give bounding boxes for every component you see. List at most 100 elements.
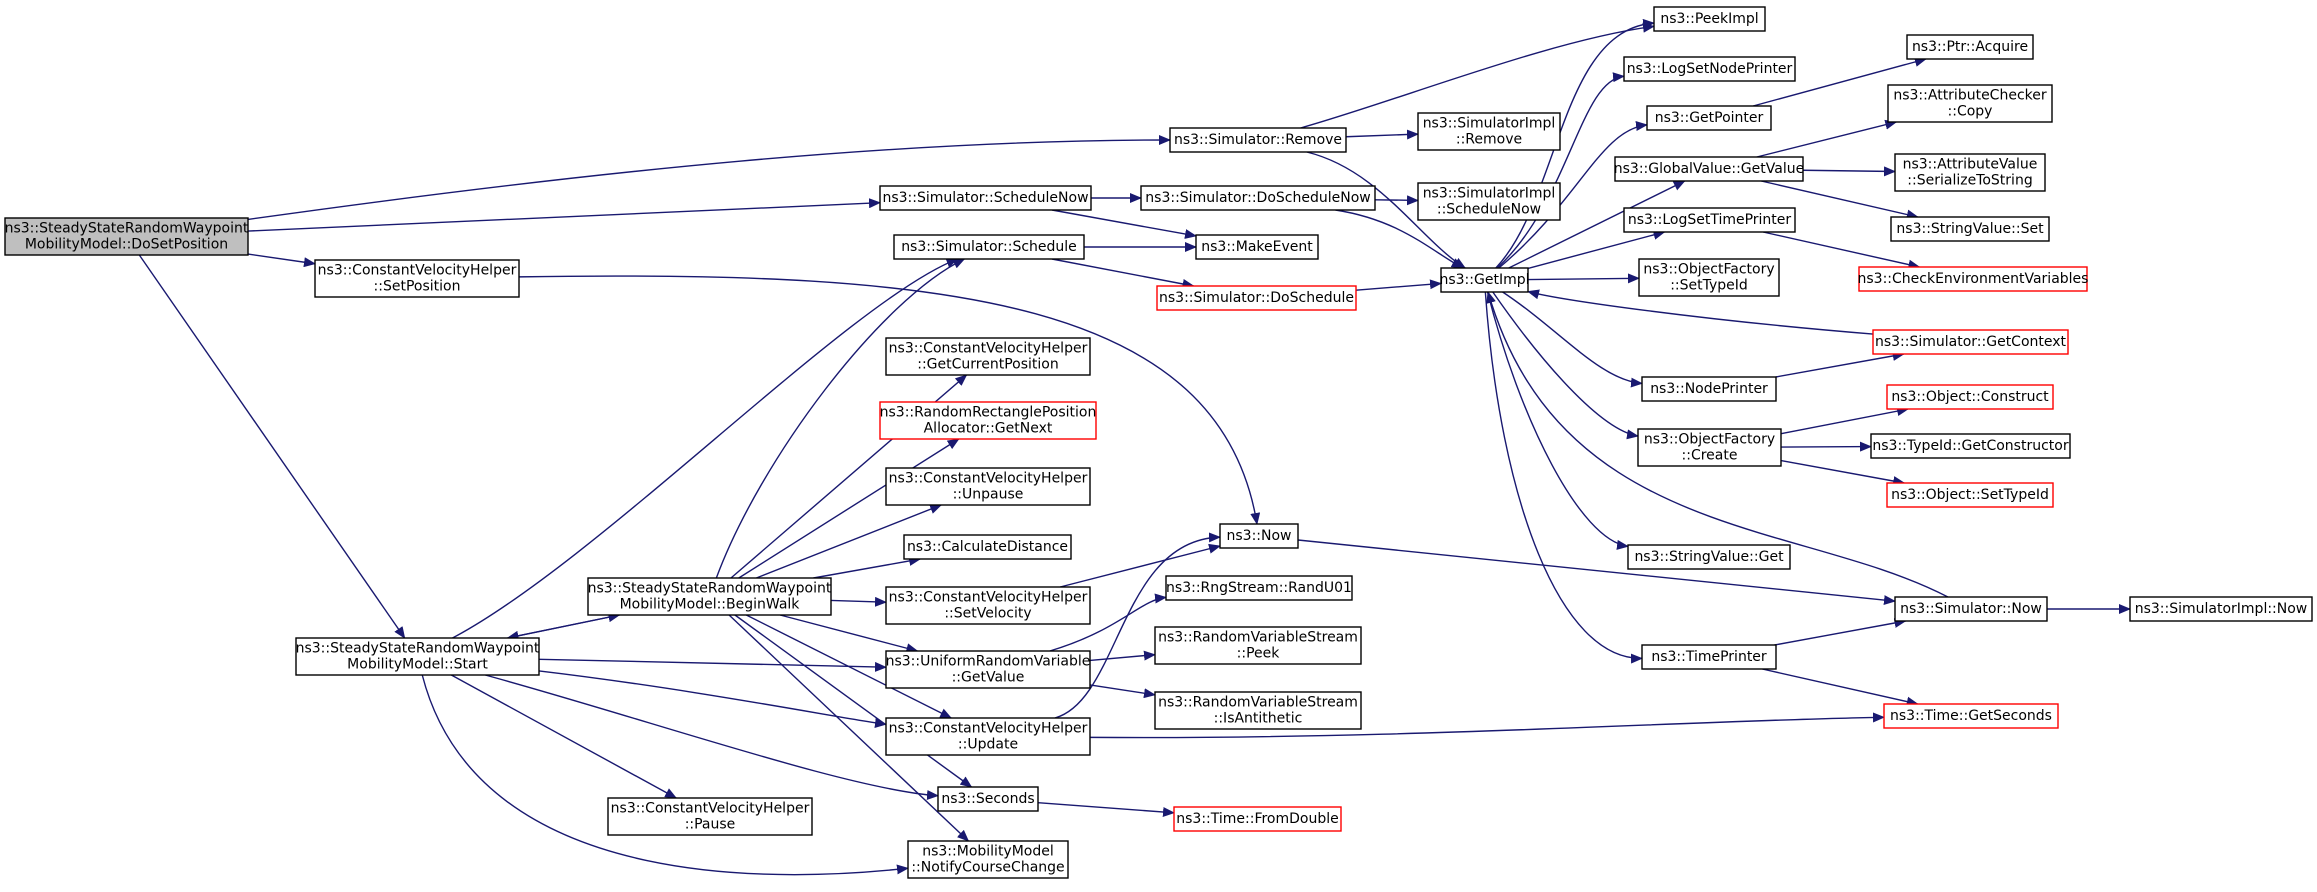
node-now[interactable]: ns3::Now bbox=[1219, 523, 1299, 549]
node-mm_notifycoursechange[interactable]: ns3::MobilityModel::NotifyCourseChange bbox=[907, 840, 1069, 879]
node-box-getpointer[interactable] bbox=[1646, 105, 1772, 131]
node-simimpl_now[interactable]: ns3::SimulatorImpl::Now bbox=[2129, 596, 2313, 622]
node-sssrw_beginwalk[interactable]: ns3::SteadyStateRandomWaypointMobilityMo… bbox=[587, 577, 832, 616]
node-box-globalvalue_get[interactable] bbox=[1614, 156, 1804, 182]
node-object_construct[interactable]: ns3::Object::Construct bbox=[1886, 384, 2054, 410]
node-box-simimpl_remove[interactable] bbox=[1417, 112, 1561, 151]
node-box-sim_schedule[interactable] bbox=[893, 234, 1085, 260]
node-box-rvs_peek[interactable] bbox=[1154, 626, 1362, 665]
node-time_getseconds[interactable]: ns3::Time::GetSeconds bbox=[1883, 703, 2059, 729]
node-box-stringvalue_set[interactable] bbox=[1890, 216, 2050, 242]
node-box-sssrw_start[interactable] bbox=[295, 637, 540, 676]
node-box-sim_doschedule[interactable] bbox=[1156, 285, 1357, 311]
node-box-timeprinter[interactable] bbox=[1641, 644, 1777, 670]
node-sim_doschedule[interactable]: ns3::Simulator::DoSchedule bbox=[1156, 285, 1357, 311]
node-object_settypeid[interactable]: ns3::Object::SetTypeId bbox=[1886, 482, 2054, 508]
node-nodeprinter[interactable]: ns3::NodePrinter bbox=[1641, 376, 1777, 402]
node-objfactory_settypeid[interactable]: ns3::ObjectFactory::SetTypeId bbox=[1638, 258, 1780, 297]
node-box-object_settypeid[interactable] bbox=[1886, 482, 2054, 508]
node-box-cvh_update[interactable] bbox=[885, 717, 1091, 756]
node-calcdistance[interactable]: ns3::CalculateDistance bbox=[903, 534, 1072, 560]
node-box-cvh_getcurrentposition[interactable] bbox=[885, 337, 1091, 376]
node-box-sim_now[interactable] bbox=[1894, 596, 2048, 622]
node-box-peekimpl[interactable] bbox=[1653, 6, 1766, 32]
node-typeid_getctor[interactable]: ns3::TypeId::GetConstructor bbox=[1870, 433, 2071, 459]
node-rvs_isantithetic[interactable]: ns3::RandomVariableStream::IsAntithetic bbox=[1154, 691, 1362, 730]
node-attrchecker_copy[interactable]: ns3::AttributeChecker::Copy bbox=[1887, 84, 2053, 123]
node-sim_now[interactable]: ns3::Simulator::Now bbox=[1894, 596, 2048, 622]
node-box-getimpl[interactable] bbox=[1440, 267, 1529, 293]
node-box-sim_getcontext[interactable] bbox=[1872, 329, 2069, 355]
node-box-simimpl_schedulenow[interactable] bbox=[1417, 182, 1561, 221]
node-box-logtimeprinter[interactable] bbox=[1623, 207, 1796, 233]
node-box-objfactory_create[interactable] bbox=[1637, 428, 1782, 467]
node-box-simimpl_now[interactable] bbox=[2129, 596, 2313, 622]
node-cvh_getcurrentposition[interactable]: ns3::ConstantVelocityHelper::GetCurrentP… bbox=[885, 337, 1091, 376]
node-lognodeprinter[interactable]: ns3::LogSetNodePrinter bbox=[1623, 56, 1796, 82]
node-rvs_peek[interactable]: ns3::RandomVariableStream::Peek bbox=[1154, 626, 1362, 665]
node-box-time_getseconds[interactable] bbox=[1883, 703, 2059, 729]
node-sim_schedule[interactable]: ns3::Simulator::Schedule bbox=[893, 234, 1085, 260]
node-box-dosetposition[interactable] bbox=[4, 217, 249, 256]
node-rngstream_randu01[interactable]: ns3::RngStream::RandU01 bbox=[1165, 575, 1353, 601]
node-attrvalue_serialize[interactable]: ns3::AttributeValue::SerializeToString bbox=[1894, 153, 2046, 192]
node-time_fromdouble[interactable]: ns3::Time::FromDouble bbox=[1173, 806, 1342, 832]
node-urv_getvalue[interactable]: ns3::UniformRandomVariable::GetValue bbox=[885, 650, 1091, 689]
node-box-rrpa_getnext[interactable] bbox=[879, 401, 1097, 440]
node-stringvalue_set[interactable]: ns3::StringValue::Set bbox=[1890, 216, 2050, 242]
node-box-calcdistance[interactable] bbox=[903, 534, 1072, 560]
node-timeprinter[interactable]: ns3::TimePrinter bbox=[1641, 644, 1777, 670]
node-box-sim_remove[interactable] bbox=[1169, 127, 1347, 153]
node-box-typeid_getctor[interactable] bbox=[1870, 433, 2071, 459]
node-simimpl_schedulenow[interactable]: ns3::SimulatorImpl::ScheduleNow bbox=[1417, 182, 1561, 221]
node-box-attrchecker_copy[interactable] bbox=[1887, 84, 2053, 123]
node-box-attrvalue_serialize[interactable] bbox=[1894, 153, 2046, 192]
node-box-cvh_unpause[interactable] bbox=[885, 467, 1091, 506]
node-objfactory_create[interactable]: ns3::ObjectFactory::Create bbox=[1637, 428, 1782, 467]
node-ptr_acquire[interactable]: ns3::Ptr::Acquire bbox=[1906, 34, 2034, 60]
node-cvh_setposition[interactable]: ns3::ConstantVelocityHelper::SetPosition bbox=[314, 259, 520, 298]
node-logtimeprinter[interactable]: ns3::LogSetTimePrinter bbox=[1623, 207, 1796, 233]
node-box-nodeprinter[interactable] bbox=[1641, 376, 1777, 402]
node-rrpa_getnext[interactable]: ns3::RandomRectanglePositionAllocator::G… bbox=[879, 401, 1097, 440]
node-cvh_pause[interactable]: ns3::ConstantVelocityHelper::Pause bbox=[607, 797, 813, 836]
node-box-cvh_setposition[interactable] bbox=[314, 259, 520, 298]
node-cvh_update[interactable]: ns3::ConstantVelocityHelper::Update bbox=[885, 717, 1091, 756]
node-dosetposition[interactable]: ns3::SteadyStateRandomWaypointMobilityMo… bbox=[4, 217, 249, 256]
node-stringvalue_get[interactable]: ns3::StringValue::Get bbox=[1627, 544, 1791, 570]
node-globalvalue_get[interactable]: ns3::GlobalValue::GetValue bbox=[1614, 156, 1804, 182]
node-getpointer[interactable]: ns3::GetPointer bbox=[1646, 105, 1772, 131]
node-box-rngstream_randu01[interactable] bbox=[1165, 575, 1353, 601]
node-box-now[interactable] bbox=[1219, 523, 1299, 549]
node-seconds[interactable]: ns3::Seconds bbox=[937, 786, 1039, 812]
node-sim_getcontext[interactable]: ns3::Simulator::GetContext bbox=[1872, 329, 2069, 355]
node-box-sim_schedulenow[interactable] bbox=[879, 185, 1092, 211]
node-box-makeevent[interactable] bbox=[1195, 234, 1319, 260]
node-box-lognodeprinter[interactable] bbox=[1623, 56, 1796, 82]
node-cvh_unpause[interactable]: ns3::ConstantVelocityHelper::Unpause bbox=[885, 467, 1091, 506]
node-box-time_fromdouble[interactable] bbox=[1173, 806, 1342, 832]
node-box-seconds[interactable] bbox=[937, 786, 1039, 812]
node-checkenv[interactable]: ns3::CheckEnvironmentVariables bbox=[1858, 266, 2089, 292]
node-box-sssrw_beginwalk[interactable] bbox=[587, 577, 832, 616]
node-cvh_setvelocity[interactable]: ns3::ConstantVelocityHelper::SetVelocity bbox=[885, 586, 1091, 625]
node-box-stringvalue_get[interactable] bbox=[1627, 544, 1791, 570]
node-box-checkenv[interactable] bbox=[1858, 266, 2088, 292]
node-box-mm_notifycoursechange[interactable] bbox=[907, 840, 1069, 879]
node-box-sim_doschedulenow[interactable] bbox=[1140, 185, 1376, 211]
node-box-cvh_pause[interactable] bbox=[607, 797, 813, 836]
node-sim_doschedulenow[interactable]: ns3::Simulator::DoScheduleNow bbox=[1140, 185, 1376, 211]
node-box-cvh_setvelocity[interactable] bbox=[885, 586, 1091, 625]
node-sim_remove[interactable]: ns3::Simulator::Remove bbox=[1169, 127, 1347, 153]
node-sssrw_start[interactable]: ns3::SteadyStateRandomWaypointMobilityMo… bbox=[295, 637, 540, 676]
node-box-ptr_acquire[interactable] bbox=[1906, 34, 2034, 60]
node-peekimpl[interactable]: ns3::PeekImpl bbox=[1653, 6, 1766, 32]
node-box-object_construct[interactable] bbox=[1886, 384, 2054, 410]
node-box-urv_getvalue[interactable] bbox=[885, 650, 1091, 689]
node-box-objfactory_settypeid[interactable] bbox=[1638, 258, 1780, 297]
node-simimpl_remove[interactable]: ns3::SimulatorImpl::Remove bbox=[1417, 112, 1561, 151]
node-box-rvs_isantithetic[interactable] bbox=[1154, 691, 1362, 730]
node-getimpl[interactable]: ns3::GetImpl bbox=[1439, 267, 1530, 293]
node-makeevent[interactable]: ns3::MakeEvent bbox=[1195, 234, 1319, 260]
node-sim_schedulenow[interactable]: ns3::Simulator::ScheduleNow bbox=[879, 185, 1092, 211]
